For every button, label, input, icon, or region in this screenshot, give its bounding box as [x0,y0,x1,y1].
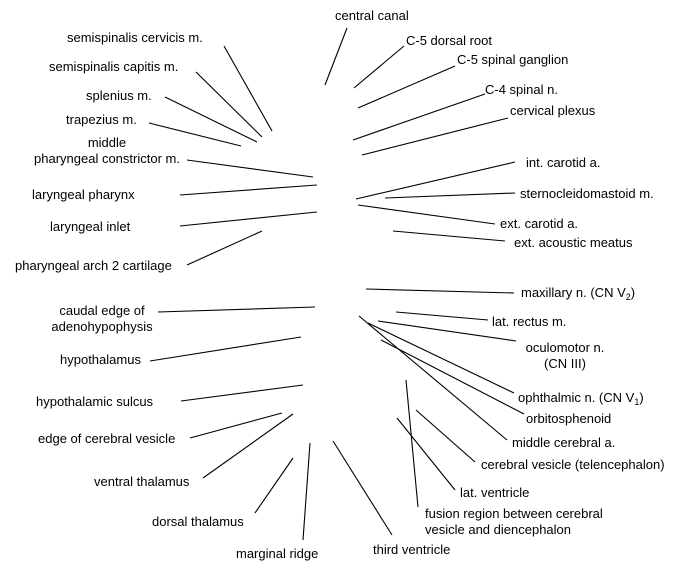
leader-dorsal-thalamus [254,457,294,514]
label-sternocleidomastoid: sternocleidomastoid m. [520,186,654,201]
label-splenius: splenius m. [86,88,152,103]
label-laryngeal-pharynx: laryngeal pharynx [32,187,135,202]
leader-c5-dorsal-root [353,45,405,89]
label-lat-ventricle: lat. ventricle [460,485,530,500]
leader-int-carotid [355,161,516,200]
leader-ophthalmic-n [367,322,515,394]
leader-semispinalis-capitis [195,71,263,138]
label-cerebral-vesicle-telencephalon: cerebral vesicle (telencephalon) [481,457,665,472]
leader-maxillary-n [365,288,515,294]
label-central-canal: central canal [335,8,409,23]
label-ext-acoustic-meatus: ext. acoustic meatus [514,235,633,250]
leader-hypothalamic-sulcus [180,384,304,402]
label-hypothalamus: hypothalamus [60,352,141,367]
leader-sternocleidomastoid [384,192,516,199]
label-trapezius: trapezius m. [66,112,137,127]
leader-fusion-region [405,379,419,508]
leader-lat-rectus [395,311,489,321]
leader-marginal-ridge [302,442,311,541]
leader-laryngeal-pharynx [179,184,318,196]
leader-oculomotor-n [377,320,517,342]
label-middle-cerebral-a: middle cerebral a. [512,435,616,450]
label-fusion-region: fusion region between cerebral vesicle a… [425,506,603,537]
leader-middle-cerebral-a [358,315,508,441]
leader-caudal-edge-adenohypophysis [157,306,316,313]
leader-edge-cerebral-vesicle [189,412,283,439]
label-lat-rectus: lat. rectus m. [492,314,567,329]
label-laryngeal-inlet: laryngeal inlet [50,219,131,234]
leader-trapezius [148,122,242,147]
label-marginal-ridge: marginal ridge [236,546,319,561]
leader-central-canal [324,27,348,86]
leader-laryngeal-inlet [179,211,318,227]
label-orbitosphenoid: orbitosphenoid [526,411,612,426]
label-maxillary-n: maxillary n. (CN V2) [521,285,636,302]
leader-c5-spinal-ganglion [357,65,456,109]
leader-ext-carotid [357,204,496,225]
label-semispinalis-cervicis: semispinalis cervicis m. [67,30,203,45]
label-dorsal-thalamus: dorsal thalamus [152,514,244,529]
label-oculomotor-n: oculomotor n. (CN III) [525,340,605,371]
label-pharyngeal-arch-2-cartilage: pharyngeal arch 2 cartilage [15,258,172,273]
leader-c4-spinal-n [352,93,486,141]
leader-ventral-thalamus [202,413,294,479]
label-caudal-edge-adenohypophysis: caudal edge of adenohypophysis [51,303,153,334]
leader-ext-acoustic-meatus [392,230,506,242]
leader-pharyngeal-arch-2 [186,230,263,266]
label-ophthalmic-n: ophthalmic n. (CN V1) [518,390,644,407]
leader-middle-pharyngeal-constrictor [186,159,314,178]
label-int-carotid: int. carotid a. [526,155,601,170]
label-c4-spinal-n: C-4 spinal n. [485,82,558,97]
leader-orbitosphenoid [380,339,525,415]
leader-cervical-plexus [361,117,509,156]
leader-semispinalis-cervicis [223,45,273,132]
leader-hypothalamus [149,336,302,362]
label-edge-of-cerebral-vesicle: edge of cerebral vesicle [38,431,176,446]
label-third-ventricle: third ventricle [373,542,451,557]
leader-third-ventricle [332,440,393,536]
leader-lat-ventricle [396,417,456,491]
label-middle-pharyngeal-constrictor: middle pharyngeal constrictor m. [34,135,180,166]
label-ext-carotid: ext. carotid a. [500,216,579,231]
label-hypothalamic-sulcus: hypothalamic sulcus [36,394,154,409]
label-semispinalis-capitis: semispinalis capitis m. [49,59,179,74]
label-cervical-plexus: cervical plexus [510,103,596,118]
label-c5-dorsal-root: C-5 dorsal root [406,33,492,48]
leader-cerebral-vesicle-telencephalon [415,409,476,463]
label-ventral-thalamus: ventral thalamus [94,474,190,489]
label-c5-spinal-ganglion: C-5 spinal ganglion [457,52,569,67]
leader-splenius [164,96,258,143]
